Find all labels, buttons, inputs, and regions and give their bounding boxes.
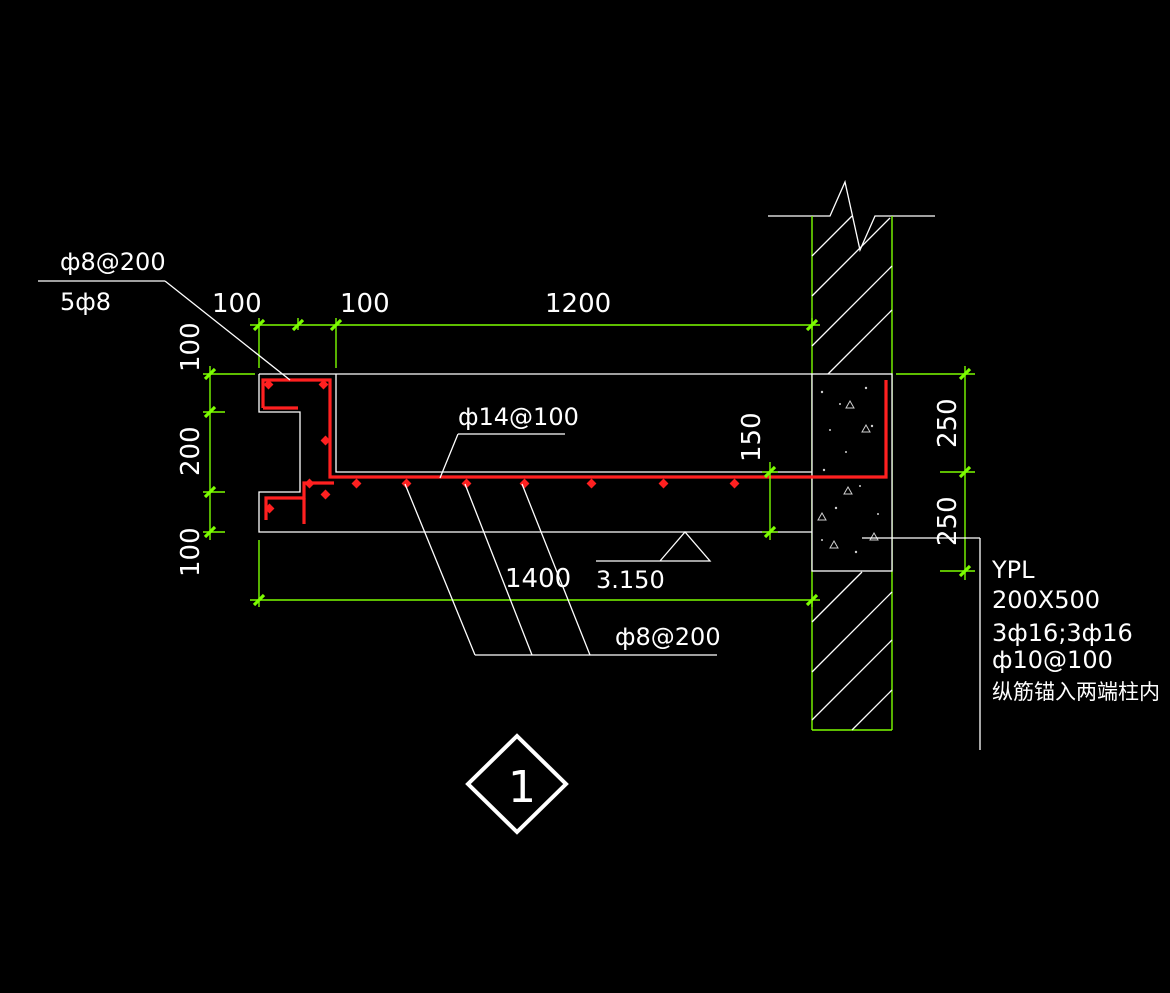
beam-long-bars: 3ф16;3ф16 bbox=[992, 619, 1133, 647]
beam-size: 200X500 bbox=[992, 586, 1100, 614]
top-rebar bbox=[261, 378, 888, 479]
dim-right-1: 250 bbox=[933, 398, 963, 448]
rebar-dots bbox=[263, 379, 740, 514]
section-marker: 1 bbox=[465, 733, 569, 835]
dim-top-1: 100 bbox=[212, 289, 262, 319]
dim-left-3: 100 bbox=[176, 527, 206, 577]
break-line bbox=[768, 179, 935, 253]
dim-left-2: 200 bbox=[176, 426, 206, 476]
dim-inner-thickness: 150 bbox=[737, 412, 767, 462]
dimension-ticks bbox=[203, 318, 972, 607]
slab-top-bar-note: ф14@100 bbox=[458, 403, 579, 431]
dim-top-2: 100 bbox=[340, 289, 390, 319]
stirrup-note-bottom: 5ф8 bbox=[60, 288, 111, 316]
wall-hatch-lower bbox=[811, 571, 893, 731]
section-number: 1 bbox=[508, 762, 536, 813]
beam-stirrups: ф10@100 bbox=[992, 646, 1113, 674]
dim-overall-length: 1400 bbox=[505, 564, 571, 594]
slab-bottom-bar-note: ф8@200 bbox=[615, 623, 721, 651]
concrete-texture bbox=[817, 386, 879, 554]
dim-top-3: 1200 bbox=[545, 289, 611, 319]
beam-remark: 纵筋锚入两端柱内 bbox=[992, 680, 1160, 704]
wall-hatch-upper bbox=[811, 215, 893, 375]
annotations: ф8@200 5ф8 100 100 1200 100 200 100 ф14@… bbox=[60, 248, 1160, 704]
wall-column bbox=[768, 179, 935, 731]
rebar bbox=[261, 378, 888, 524]
level-mark: 3.150 bbox=[596, 566, 665, 594]
beam-name: YPL bbox=[991, 556, 1035, 584]
leader-lines bbox=[38, 280, 981, 750]
dimension-lines bbox=[203, 318, 975, 607]
stirrup-note-top: ф8@200 bbox=[60, 248, 166, 276]
dim-right-2: 250 bbox=[933, 496, 963, 546]
slab-outline bbox=[258, 373, 812, 533]
dim-left-1: 100 bbox=[176, 322, 206, 372]
